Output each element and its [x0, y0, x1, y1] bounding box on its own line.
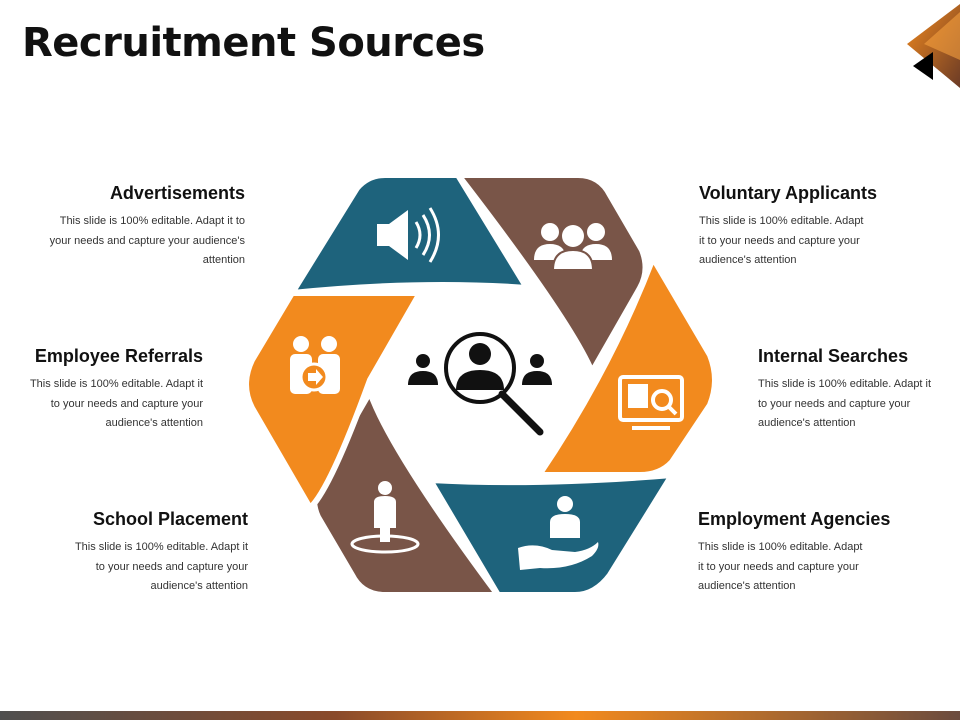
- megaphone-icon: [377, 207, 440, 263]
- employment-agencies-desc: This slide is 100% editable. Adapt it to…: [698, 541, 863, 592]
- team-icon: [534, 223, 612, 271]
- advertisements-heading: Advertisements: [109, 183, 245, 203]
- segment-employee-referrals: [243, 290, 423, 511]
- employment-agencies-block: Employment Agencies This slide is 100% e…: [698, 509, 908, 597]
- employee-referrals-block: Employee Referrals This slide is 100% ed…: [18, 346, 203, 434]
- bottom-gradient-bar: [0, 711, 960, 720]
- internal-searches-desc: This slide is 100% editable. Adapt it to…: [758, 378, 932, 429]
- advertisements-block: Advertisements This slide is 100% editab…: [45, 183, 245, 271]
- internal-searches-heading: Internal Searches: [758, 346, 909, 366]
- monitor-search-icon: [618, 375, 684, 430]
- referral-icon: [290, 336, 340, 394]
- segment-advertisements: [289, 172, 530, 296]
- school-placement-desc: This slide is 100% editable. Adapt it to…: [74, 541, 248, 592]
- voluntary-applicants-heading: Voluntary Applicants: [699, 183, 878, 203]
- employee-referrals-heading: Employee Referrals: [34, 346, 203, 366]
- voluntary-applicants-block: Voluntary Applicants This slide is 100% …: [699, 183, 899, 271]
- internal-searches-block: Internal Searches This slide is 100% edi…: [758, 346, 943, 434]
- voluntary-applicants-desc: This slide is 100% editable. Adapt it to…: [699, 215, 864, 266]
- employee-referrals-desc: This slide is 100% editable. Adapt it to…: [29, 378, 203, 429]
- hand-person-icon: [518, 496, 599, 570]
- school-placement-block: School Placement This slide is 100% edit…: [63, 509, 248, 597]
- corner-decoration: [907, 4, 960, 88]
- recruitment-cycle-diagram: [243, 172, 718, 598]
- employment-agencies-heading: Employment Agencies: [698, 509, 891, 529]
- person-spotlight-icon: [350, 481, 420, 554]
- prev-arrow-icon: [913, 52, 933, 80]
- school-placement-heading: School Placement: [92, 509, 248, 529]
- advertisements-desc: This slide is 100% editable. Adapt it to…: [49, 215, 245, 266]
- page-title: Recruitment Sources: [22, 20, 485, 66]
- people-search-icon: [408, 332, 552, 436]
